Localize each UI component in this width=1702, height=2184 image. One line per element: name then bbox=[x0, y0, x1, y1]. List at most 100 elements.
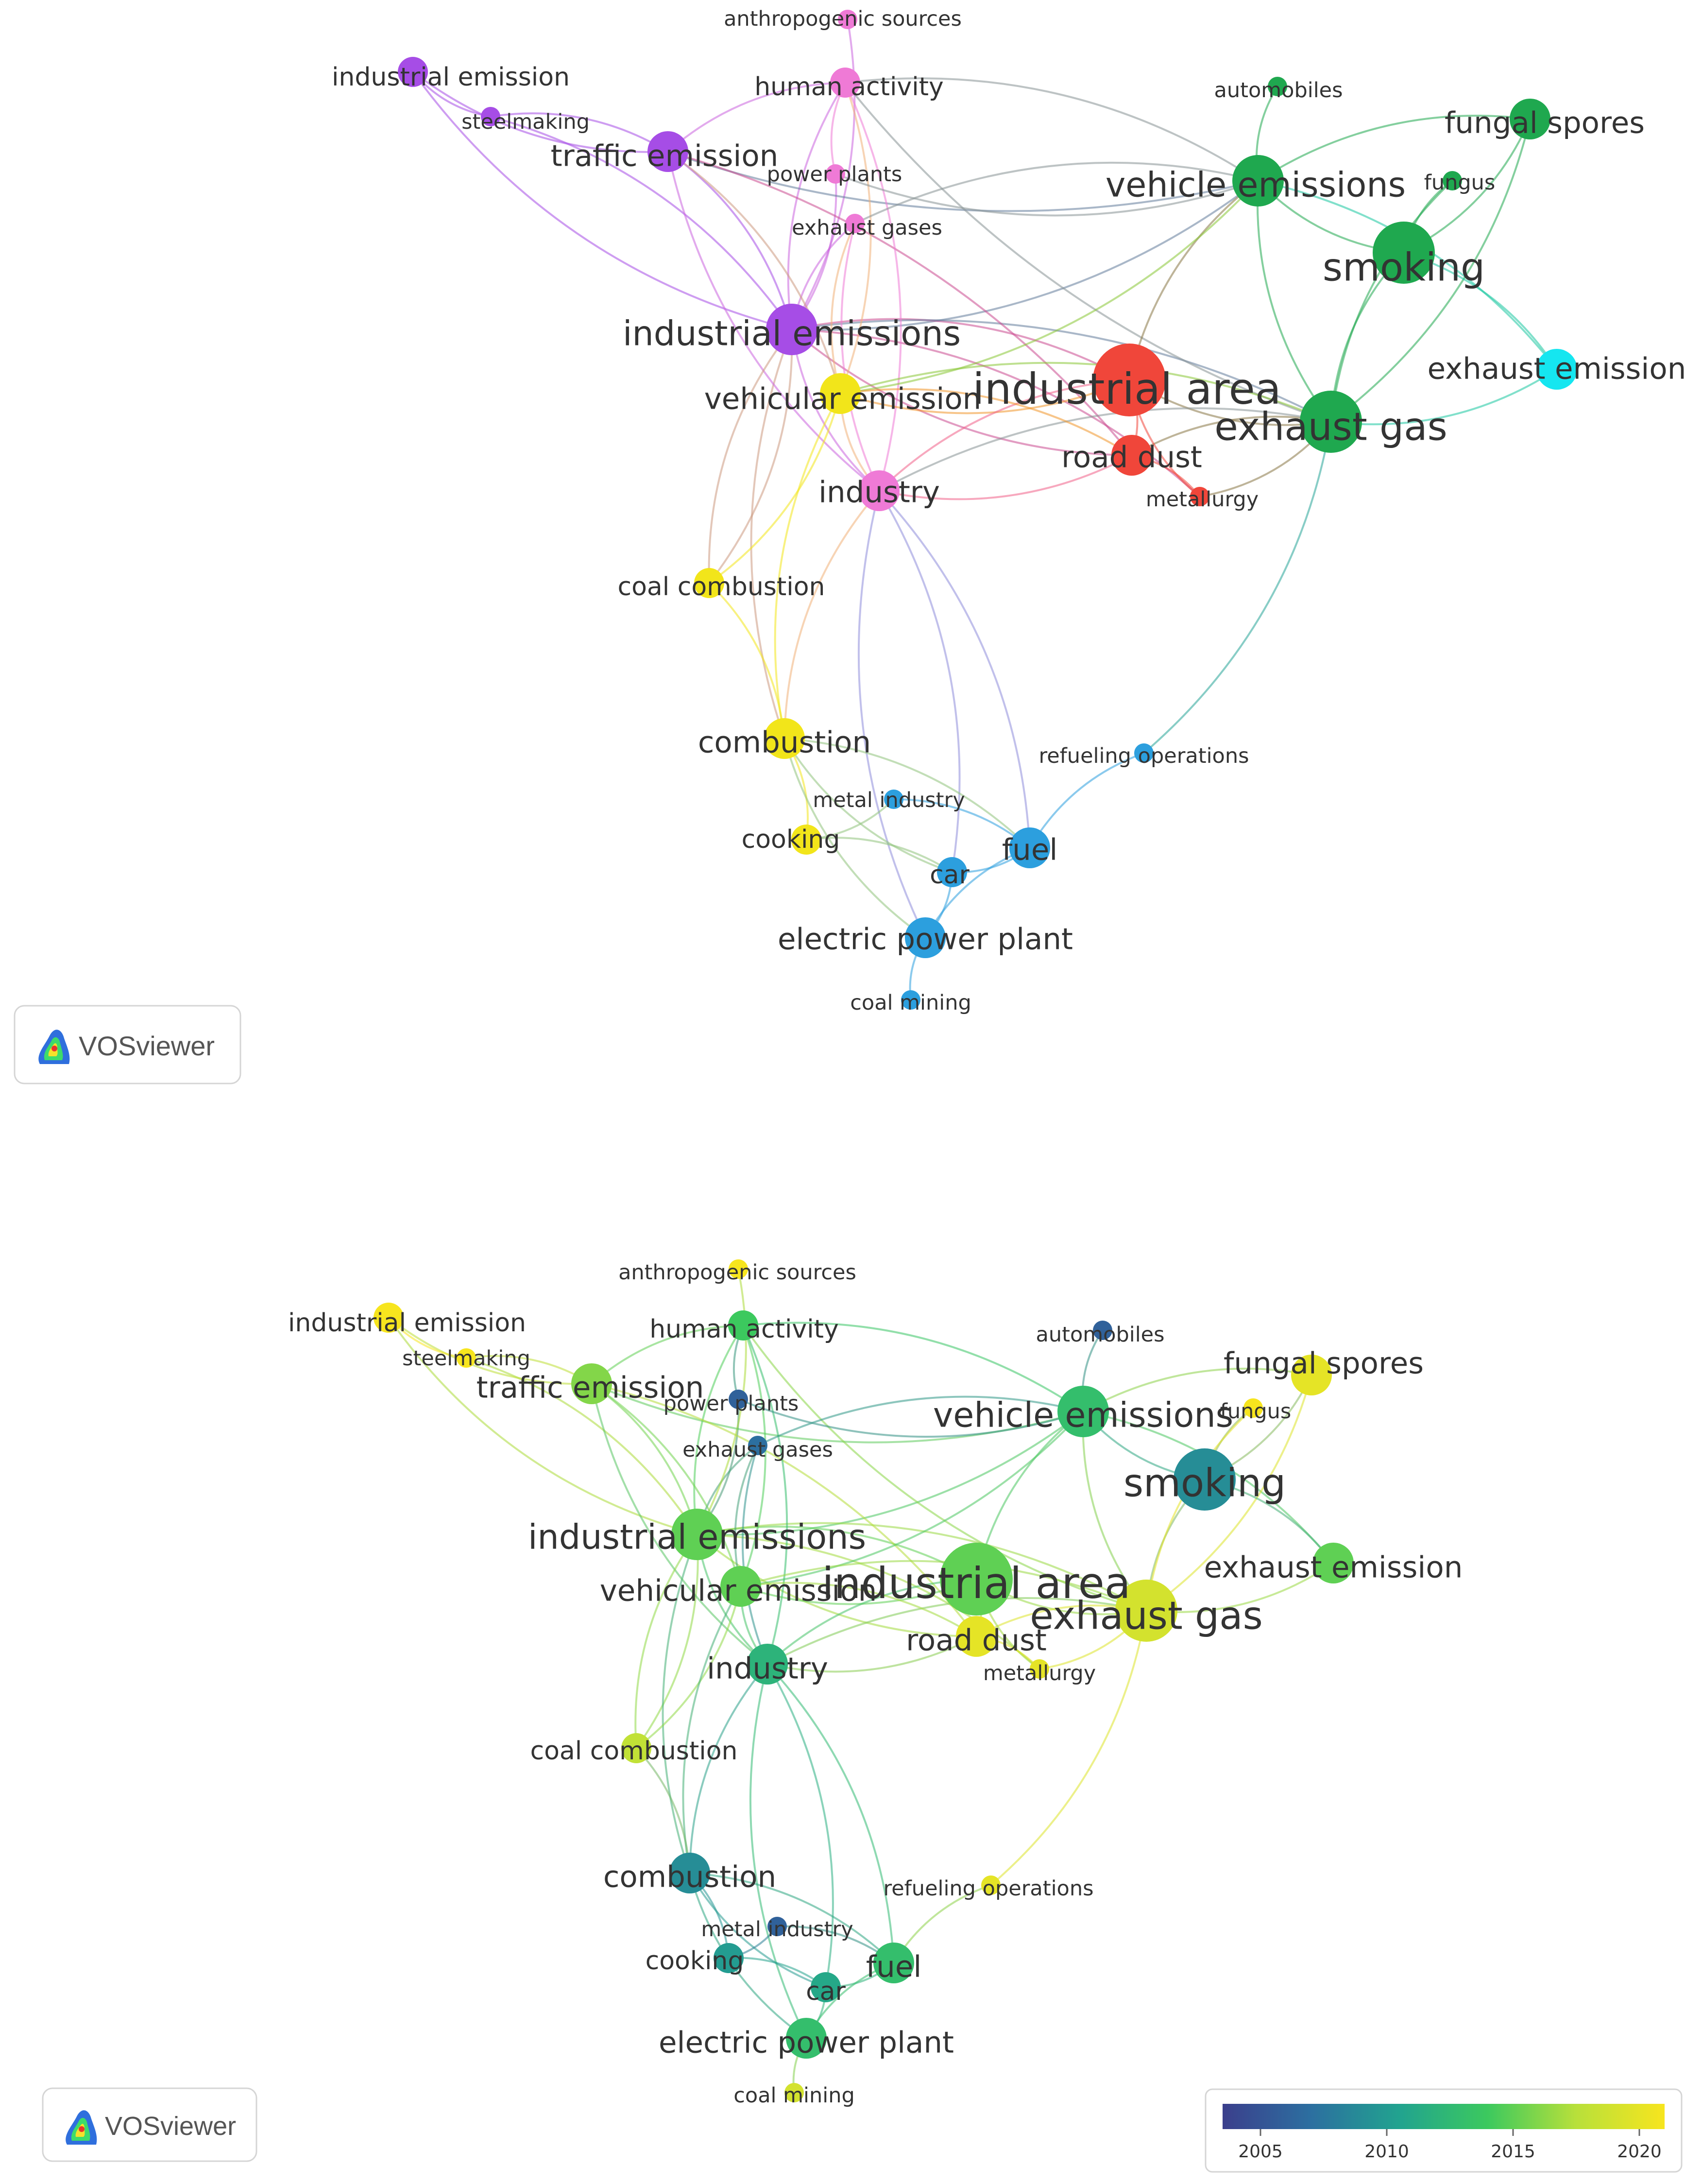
node-label-industry[interactable]: industry bbox=[707, 1651, 828, 1685]
node-label-human-activity[interactable]: human activity bbox=[754, 72, 944, 102]
node-exhaust-gas[interactable] bbox=[1300, 391, 1362, 453]
node-label-road-dust[interactable]: road dust bbox=[1061, 440, 1202, 474]
node-label-fungal-spores[interactable]: fungal spores bbox=[1445, 105, 1645, 140]
node-coal-mining[interactable] bbox=[784, 2083, 804, 2102]
node-fuel[interactable] bbox=[873, 1943, 914, 1983]
node-label-vehicular-emission[interactable]: vehicular emission bbox=[704, 381, 982, 416]
node-label-steelmaking[interactable]: steelmaking bbox=[402, 1346, 530, 1371]
node-label-industrial-area[interactable]: industrial area bbox=[822, 1558, 1130, 1608]
node-coal-mining[interactable] bbox=[901, 990, 920, 1010]
node-label-metallurgy[interactable]: metallurgy bbox=[983, 1661, 1096, 1685]
node-label-industrial-emission[interactable]: industrial emission bbox=[288, 1308, 526, 1338]
node-label-industrial-emission[interactable]: industrial emission bbox=[332, 63, 570, 92]
node-refueling[interactable] bbox=[1134, 743, 1154, 763]
node-label-industry[interactable]: industry bbox=[818, 475, 940, 509]
node-exhaust-gas[interactable] bbox=[1115, 1580, 1177, 1642]
node-industrial-emission[interactable] bbox=[374, 1303, 404, 1333]
node-steelmaking[interactable] bbox=[481, 107, 500, 126]
node-smoking[interactable] bbox=[1373, 222, 1435, 284]
node-fuel[interactable] bbox=[1009, 827, 1050, 868]
node-vehicular-emission[interactable] bbox=[820, 373, 861, 414]
node-label-coal-combustion[interactable]: coal combustion bbox=[618, 572, 825, 602]
node-label-power-plants[interactable]: power plants bbox=[767, 162, 902, 187]
node-label-road-dust[interactable]: road dust bbox=[906, 1623, 1047, 1657]
node-label-exhaust-gases[interactable]: exhaust gases bbox=[682, 1438, 833, 1462]
node-label-vehicle-emissions[interactable]: vehicle emissions bbox=[1106, 165, 1406, 205]
node-label-exhaust-gases[interactable]: exhaust gases bbox=[792, 216, 942, 240]
node-human-activity[interactable] bbox=[830, 68, 860, 98]
node-fungus[interactable] bbox=[1443, 171, 1462, 190]
node-label-exhaust-gas[interactable]: exhaust gas bbox=[1030, 1594, 1262, 1638]
node-combustion[interactable] bbox=[669, 1853, 710, 1893]
node-label-human-activity[interactable]: human activity bbox=[649, 1315, 839, 1344]
node-label-exhaust-emission[interactable]: exhaust emission bbox=[1428, 351, 1686, 386]
node-label-combustion[interactable]: combustion bbox=[698, 725, 871, 759]
node-label-fungus[interactable]: fungus bbox=[1220, 1399, 1292, 1424]
node-label-coal-combustion[interactable]: coal combustion bbox=[530, 1737, 738, 1766]
node-vehicular-emission[interactable] bbox=[720, 1566, 761, 1607]
node-traffic-emission[interactable] bbox=[647, 131, 688, 172]
node-fungus[interactable] bbox=[1243, 1398, 1263, 1418]
node-anthropogenic[interactable] bbox=[729, 1259, 748, 1279]
node-label-car[interactable]: car bbox=[930, 860, 970, 890]
node-label-refueling[interactable]: refueling operations bbox=[1038, 744, 1249, 768]
node-label-fuel[interactable]: fuel bbox=[1002, 832, 1058, 867]
node-coal-combustion[interactable] bbox=[621, 1733, 651, 1763]
node-metallurgy[interactable] bbox=[1190, 487, 1209, 506]
node-label-automobiles[interactable]: automobiles bbox=[1036, 1323, 1164, 1347]
node-label-smoking[interactable]: smoking bbox=[1123, 1461, 1286, 1506]
node-cooking[interactable] bbox=[714, 1943, 744, 1973]
node-label-industrial-area[interactable]: industrial area bbox=[972, 364, 1281, 414]
node-label-coal-mining[interactable]: coal mining bbox=[733, 2083, 855, 2108]
node-fungal-spores[interactable] bbox=[1510, 99, 1550, 139]
node-label-metallurgy[interactable]: metallurgy bbox=[1146, 487, 1259, 512]
node-exhaust-emission[interactable] bbox=[1536, 349, 1577, 390]
node-label-electric-power-plant[interactable]: electric power plant bbox=[659, 2025, 954, 2060]
node-label-electric-power-plant[interactable]: electric power plant bbox=[778, 922, 1073, 956]
node-electric-power-plant[interactable] bbox=[786, 2018, 827, 2059]
node-label-industrial-emissions[interactable]: industrial emissions bbox=[623, 314, 961, 354]
node-smoking[interactable] bbox=[1174, 1448, 1236, 1511]
node-industry[interactable] bbox=[859, 470, 900, 511]
vosviewer-badge-top[interactable]: VOSviewer bbox=[14, 1005, 241, 1084]
node-label-industrial-emissions[interactable]: industrial emissions bbox=[528, 1517, 866, 1557]
node-label-smoking[interactable]: smoking bbox=[1323, 245, 1485, 290]
node-label-automobiles[interactable]: automobiles bbox=[1214, 78, 1343, 103]
node-label-fuel[interactable]: fuel bbox=[866, 1949, 922, 1984]
node-label-vehicular-emission[interactable]: vehicular emission bbox=[600, 1573, 877, 1608]
node-industrial-emissions[interactable] bbox=[671, 1509, 723, 1560]
node-label-cooking[interactable]: cooking bbox=[646, 1946, 744, 1976]
node-power-plants[interactable] bbox=[729, 1390, 748, 1409]
node-label-metal-industry[interactable]: metal industry bbox=[701, 1917, 853, 1942]
node-label-metal-industry[interactable]: metal industry bbox=[813, 788, 965, 812]
node-electric-power-plant[interactable] bbox=[905, 917, 946, 958]
node-label-power-plants[interactable]: power plants bbox=[664, 1392, 799, 1416]
node-metallurgy[interactable] bbox=[1030, 1659, 1049, 1679]
node-refueling[interactable] bbox=[981, 1875, 1001, 1895]
node-label-refueling[interactable]: refueling operations bbox=[883, 1876, 1093, 1901]
node-metal-industry[interactable] bbox=[767, 1917, 787, 1936]
node-industrial-area[interactable] bbox=[940, 1543, 1013, 1616]
node-industrial-area[interactable] bbox=[1093, 344, 1166, 416]
node-metal-industry[interactable] bbox=[884, 790, 903, 809]
node-label-coal-mining[interactable]: coal mining bbox=[850, 991, 971, 1015]
node-label-cooking[interactable]: cooking bbox=[742, 825, 840, 854]
vosviewer-badge-bottom[interactable]: VOSviewer bbox=[42, 2087, 257, 2162]
node-cooking[interactable] bbox=[791, 825, 821, 855]
node-label-vehicle-emissions[interactable]: vehicle emissions bbox=[933, 1395, 1233, 1435]
node-vehicle-emissions[interactable] bbox=[1057, 1386, 1109, 1437]
node-label-exhaust-emission[interactable]: exhaust emission bbox=[1204, 1550, 1463, 1584]
node-label-fungal-spores[interactable]: fungal spores bbox=[1224, 1346, 1424, 1380]
node-exhaust-emission[interactable] bbox=[1313, 1543, 1354, 1583]
node-road-dust[interactable] bbox=[956, 1616, 997, 1657]
node-label-traffic-emission[interactable]: traffic emission bbox=[551, 138, 779, 173]
node-car[interactable] bbox=[811, 1972, 841, 2002]
node-fungal-spores[interactable] bbox=[1291, 1355, 1332, 1395]
node-traffic-emission[interactable] bbox=[571, 1363, 612, 1404]
node-human-activity[interactable] bbox=[728, 1310, 758, 1341]
node-label-steelmaking[interactable]: steelmaking bbox=[461, 110, 590, 134]
node-industry[interactable] bbox=[747, 1644, 788, 1685]
node-industrial-emission[interactable] bbox=[398, 57, 428, 87]
node-vehicle-emissions[interactable] bbox=[1232, 155, 1284, 206]
node-exhaust-gases[interactable] bbox=[845, 214, 865, 233]
